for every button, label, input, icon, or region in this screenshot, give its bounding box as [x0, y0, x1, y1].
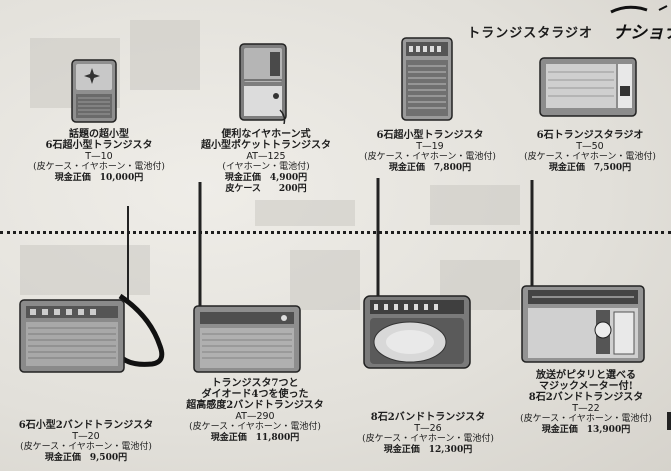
product-model: T—22 [572, 403, 600, 414]
product-caption-t10: 話題の超小型 6石超小型トランジスタ T—10 (皮ケース・イヤホーン・電池付)… [14, 129, 184, 184]
product-model: T—20 [72, 431, 100, 442]
product-model: AT—125 [246, 151, 286, 162]
product-caption-t19: 6石超小型トランジスタ T—19 (皮ケース・イヤホーン・電池付) 現金正価 7… [350, 130, 510, 174]
radio-t10-illustration [71, 59, 117, 123]
product-price: 現金正価 10,000円 [54, 173, 144, 183]
product-model: T—50 [576, 141, 604, 152]
product-accessories: (皮ケース・イヤホーン・電池付) [33, 162, 165, 172]
radio-t50-illustration [539, 57, 637, 117]
product-caption-t22: 放送がピタリと選べる マジックメーター付! 8石2バンドトランジスタ T—22 … [506, 370, 666, 436]
product-model: T—26 [414, 423, 442, 434]
background-block [290, 250, 360, 310]
product-name: 6石小型2バンドトランジスタ [18, 420, 154, 431]
product-name: 超高感度2バンドトランジスタ [186, 400, 324, 411]
product-accessories: (イヤホーン・電池付) [222, 162, 310, 172]
product-accessories: (皮ケース・イヤホーン・電池付) [20, 442, 152, 452]
page-edge-mark [667, 412, 671, 430]
product-price: 現金正価 4,900円 [224, 173, 308, 183]
page-title: トランジスタラジオ [467, 26, 593, 41]
product-model: T—10 [85, 151, 113, 162]
product-name: 話題の超小型 [69, 129, 129, 140]
product-accessories: (皮ケース・イヤホーン・電池付) [362, 434, 494, 444]
product-name: ダイオード4つを使った [201, 389, 309, 400]
product-price: 現金正価 7,500円 [548, 163, 632, 173]
radio-t20-illustration [19, 206, 165, 373]
product-price: 現金正価 12,300円 [383, 445, 473, 455]
product-caption-t26: 8石2バンドトランジスタ T—26 (皮ケース・イヤホーン・電池付) 現金正価 … [348, 412, 508, 456]
product-name: マジックメーター付! [539, 381, 633, 392]
product-name: 8石2バンドトランジスタ [370, 412, 486, 423]
product-accessories: (皮ケース・イヤホーン・電池付) [520, 414, 652, 424]
product-name: 超小型ポケットトランジスタ [201, 140, 331, 151]
product-caption-at290: トランジスタ7つと ダイオード4つを使った 超高感度2バンドトランジスタ AT—… [170, 378, 340, 444]
product-price: 現金正価 11,800円 [210, 433, 300, 443]
product-price: 現金正価 13,900円 [541, 425, 631, 435]
product-price: 現金正価 7,800円 [388, 163, 472, 173]
product-name: 6石トランジスタラジオ [536, 130, 644, 141]
product-name: 放送がピタリと選べる [536, 370, 636, 381]
product-caption-t20: 6石小型2バンドトランジスタ T—20 (皮ケース・イヤホーン・電池付) 現金正… [6, 420, 166, 464]
brand-logo: ナショナル [610, 5, 671, 43]
product-caption-t50: 6石トランジスタラジオ T—50 (皮ケース・イヤホーン・電池付) 現金正価 7… [510, 130, 670, 174]
product-price: 皮ケース 200円 [225, 184, 307, 194]
radio-at125-illustration [239, 43, 287, 124]
background-block [255, 200, 355, 226]
radio-at290-illustration [193, 182, 301, 373]
product-caption-at125: 便利なイヤホーン式 超小型ポケットトランジスタ AT—125 (イヤホーン・電池… [186, 129, 346, 195]
product-model: T—19 [416, 141, 444, 152]
radio-t26-illustration [363, 178, 471, 369]
background-block [430, 185, 520, 225]
radio-t19-illustration [401, 37, 453, 121]
product-model: AT—290 [235, 411, 275, 422]
product-name: 6石超小型トランジスタ [376, 130, 484, 141]
section-divider [0, 231, 671, 234]
svg-text:ナショナル: ナショナル [613, 23, 671, 43]
product-accessories: (皮ケース・イヤホーン・電池付) [524, 152, 656, 162]
product-name: 8石2バンドトランジスタ [528, 392, 644, 403]
product-name: トランジスタ7つと [211, 378, 299, 389]
product-accessories: (皮ケース・イヤホーン・電池付) [189, 422, 321, 432]
product-accessories: (皮ケース・イヤホーン・電池付) [364, 152, 496, 162]
radio-t22-illustration [521, 180, 645, 363]
product-name: 6石超小型トランジスタ [45, 140, 153, 151]
product-price: 現金正価 9,500円 [44, 453, 128, 463]
product-name: 便利なイヤホーン式 [221, 129, 311, 140]
background-block [130, 20, 200, 90]
